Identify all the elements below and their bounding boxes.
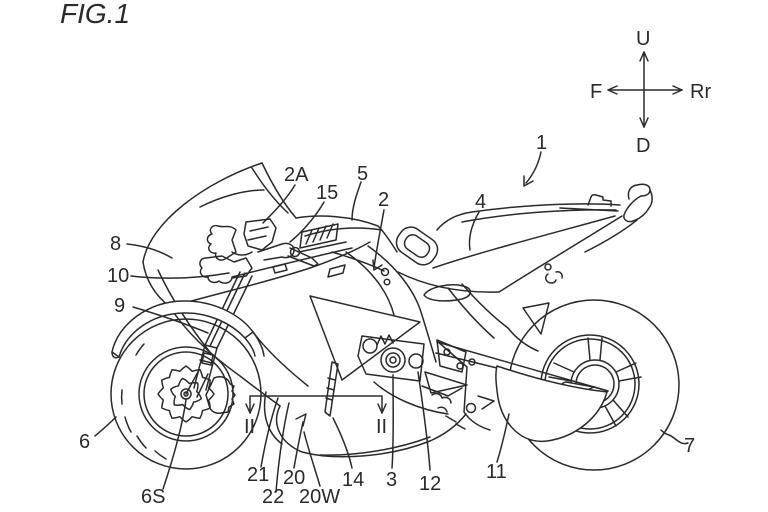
svg-text:FIG.1: FIG.1 bbox=[60, 0, 130, 29]
svg-text:1: 1 bbox=[536, 132, 547, 154]
svg-text:15: 15 bbox=[316, 182, 338, 204]
svg-text:II: II bbox=[244, 416, 255, 438]
svg-text:20: 20 bbox=[283, 467, 305, 489]
svg-text:2: 2 bbox=[378, 189, 389, 211]
svg-text:9: 9 bbox=[114, 295, 125, 317]
svg-text:Rr: Rr bbox=[690, 81, 711, 103]
svg-text:11: 11 bbox=[486, 461, 507, 483]
svg-text:8: 8 bbox=[110, 233, 121, 255]
svg-text:6: 6 bbox=[79, 431, 90, 453]
svg-text:7: 7 bbox=[684, 435, 695, 457]
svg-text:22: 22 bbox=[262, 486, 284, 508]
svg-text:5: 5 bbox=[357, 163, 368, 185]
svg-text:3: 3 bbox=[386, 469, 397, 491]
svg-text:10: 10 bbox=[107, 265, 129, 287]
svg-text:14: 14 bbox=[342, 469, 364, 491]
svg-text:21: 21 bbox=[247, 464, 269, 486]
svg-text:F: F bbox=[590, 81, 602, 103]
svg-text:U: U bbox=[636, 28, 650, 50]
svg-text:2A: 2A bbox=[284, 164, 309, 186]
svg-text:6S: 6S bbox=[141, 486, 165, 508]
svg-text:12: 12 bbox=[419, 473, 441, 495]
svg-text:II: II bbox=[376, 416, 387, 438]
svg-text:4: 4 bbox=[475, 191, 486, 213]
svg-text:20W: 20W bbox=[299, 486, 340, 508]
svg-text:D: D bbox=[636, 135, 650, 157]
